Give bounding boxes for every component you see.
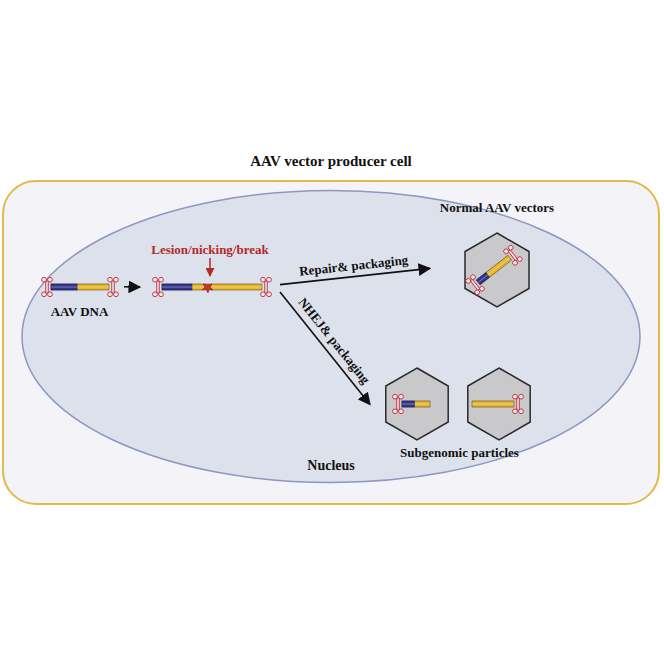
text-holder: Subgenomic particles xyxy=(372,443,547,461)
illustration-group: Normal AAV vectors xyxy=(432,198,562,308)
node-label: AAV DNA xyxy=(51,304,109,320)
title-text: AAV vector producer cell xyxy=(250,153,412,169)
node-label: Subgenomic particles xyxy=(400,445,519,461)
illustration-group: Lesion/nicking/break xyxy=(142,240,278,302)
text-holder: Nucleus xyxy=(20,456,642,474)
text-holder: Normal AAV vectors xyxy=(432,198,562,216)
region-label: Nucleus xyxy=(307,458,354,474)
text-holder: AAV vector producer cell xyxy=(4,152,658,170)
illustration-group: Subgenomic particles xyxy=(372,365,547,459)
process-arrow xyxy=(124,286,140,288)
dna-illustration xyxy=(372,365,547,459)
illustration-group: AAV DNA xyxy=(37,264,122,324)
text-holder: AAV DNA xyxy=(37,302,122,320)
process-arrow xyxy=(280,292,370,404)
node-label: Normal AAV vectors xyxy=(440,200,554,216)
node-label: Lesion/nicking/break xyxy=(151,242,269,258)
text-holder: Lesion/nicking/break xyxy=(142,240,278,258)
